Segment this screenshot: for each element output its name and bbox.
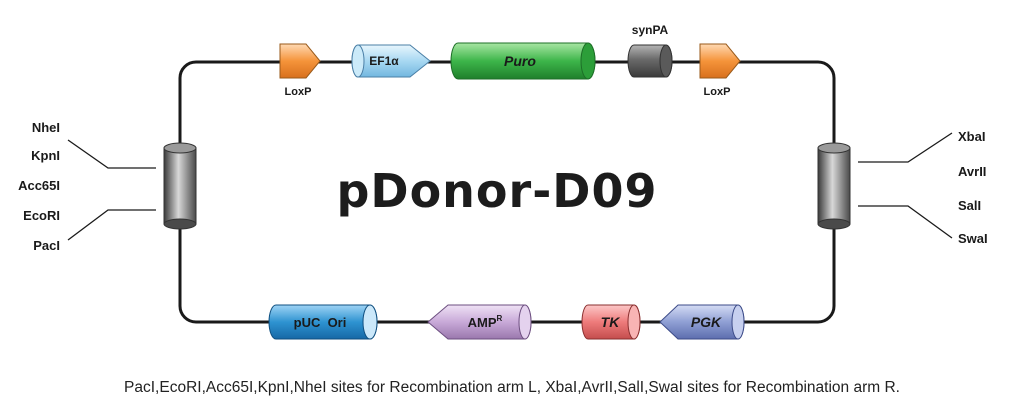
- site-label: SwaI: [958, 231, 988, 246]
- puc-ori-element: pUC Ori: [268, 304, 378, 340]
- right-recombination-cylinder: [817, 142, 851, 230]
- tk-element: TK: [581, 304, 641, 340]
- site-label: XbaI: [958, 129, 985, 144]
- loxp-left-element: LoxP: [279, 43, 321, 98]
- synpa-label: synPA: [632, 23, 669, 37]
- site-label: SalI: [958, 198, 981, 213]
- site-label: Acc65I: [18, 178, 60, 193]
- ef1a-element: EF1α: [351, 44, 431, 78]
- left-site-list: NheI KpnI Acc65I EcoRI PacI: [18, 120, 60, 253]
- site-label: PacI: [33, 238, 60, 253]
- amp-text: AMP: [468, 315, 497, 330]
- synpa-element: synPA: [627, 23, 673, 78]
- puc-ori-label: pUC Ori: [294, 315, 347, 330]
- site-label: EcoRI: [23, 208, 60, 223]
- tk-label: TK: [601, 314, 621, 330]
- site-label: NheI: [32, 120, 60, 135]
- loxp-left-label: LoxP: [285, 86, 312, 98]
- left-recombination-cylinder: [163, 142, 197, 230]
- amp-label: AMPR: [468, 314, 503, 330]
- site-label: AvrII: [958, 164, 986, 179]
- site-label: KpnI: [31, 148, 60, 163]
- loxp-right-element: LoxP: [699, 43, 741, 98]
- plasmid-title: pDonor-D09: [336, 164, 657, 218]
- pgk-label: PGK: [691, 314, 722, 330]
- puro-element: Puro: [450, 42, 596, 80]
- right-site-list: XbaI AvrII SalI SwaI: [958, 129, 988, 246]
- amp-superscript: R: [497, 314, 503, 323]
- caption-text: PacI,EcoRI,Acc65I,KpnI,NheI sites for Re…: [124, 379, 900, 396]
- ef1a-label: EF1α: [369, 54, 399, 68]
- pgk-element: PGK: [659, 304, 745, 340]
- amp-element: AMPR: [427, 304, 532, 340]
- puro-label: Puro: [504, 53, 536, 69]
- left-site-leaders: [67, 139, 156, 241]
- right-site-leaders: [858, 132, 953, 239]
- loxp-right-label: LoxP: [704, 86, 731, 98]
